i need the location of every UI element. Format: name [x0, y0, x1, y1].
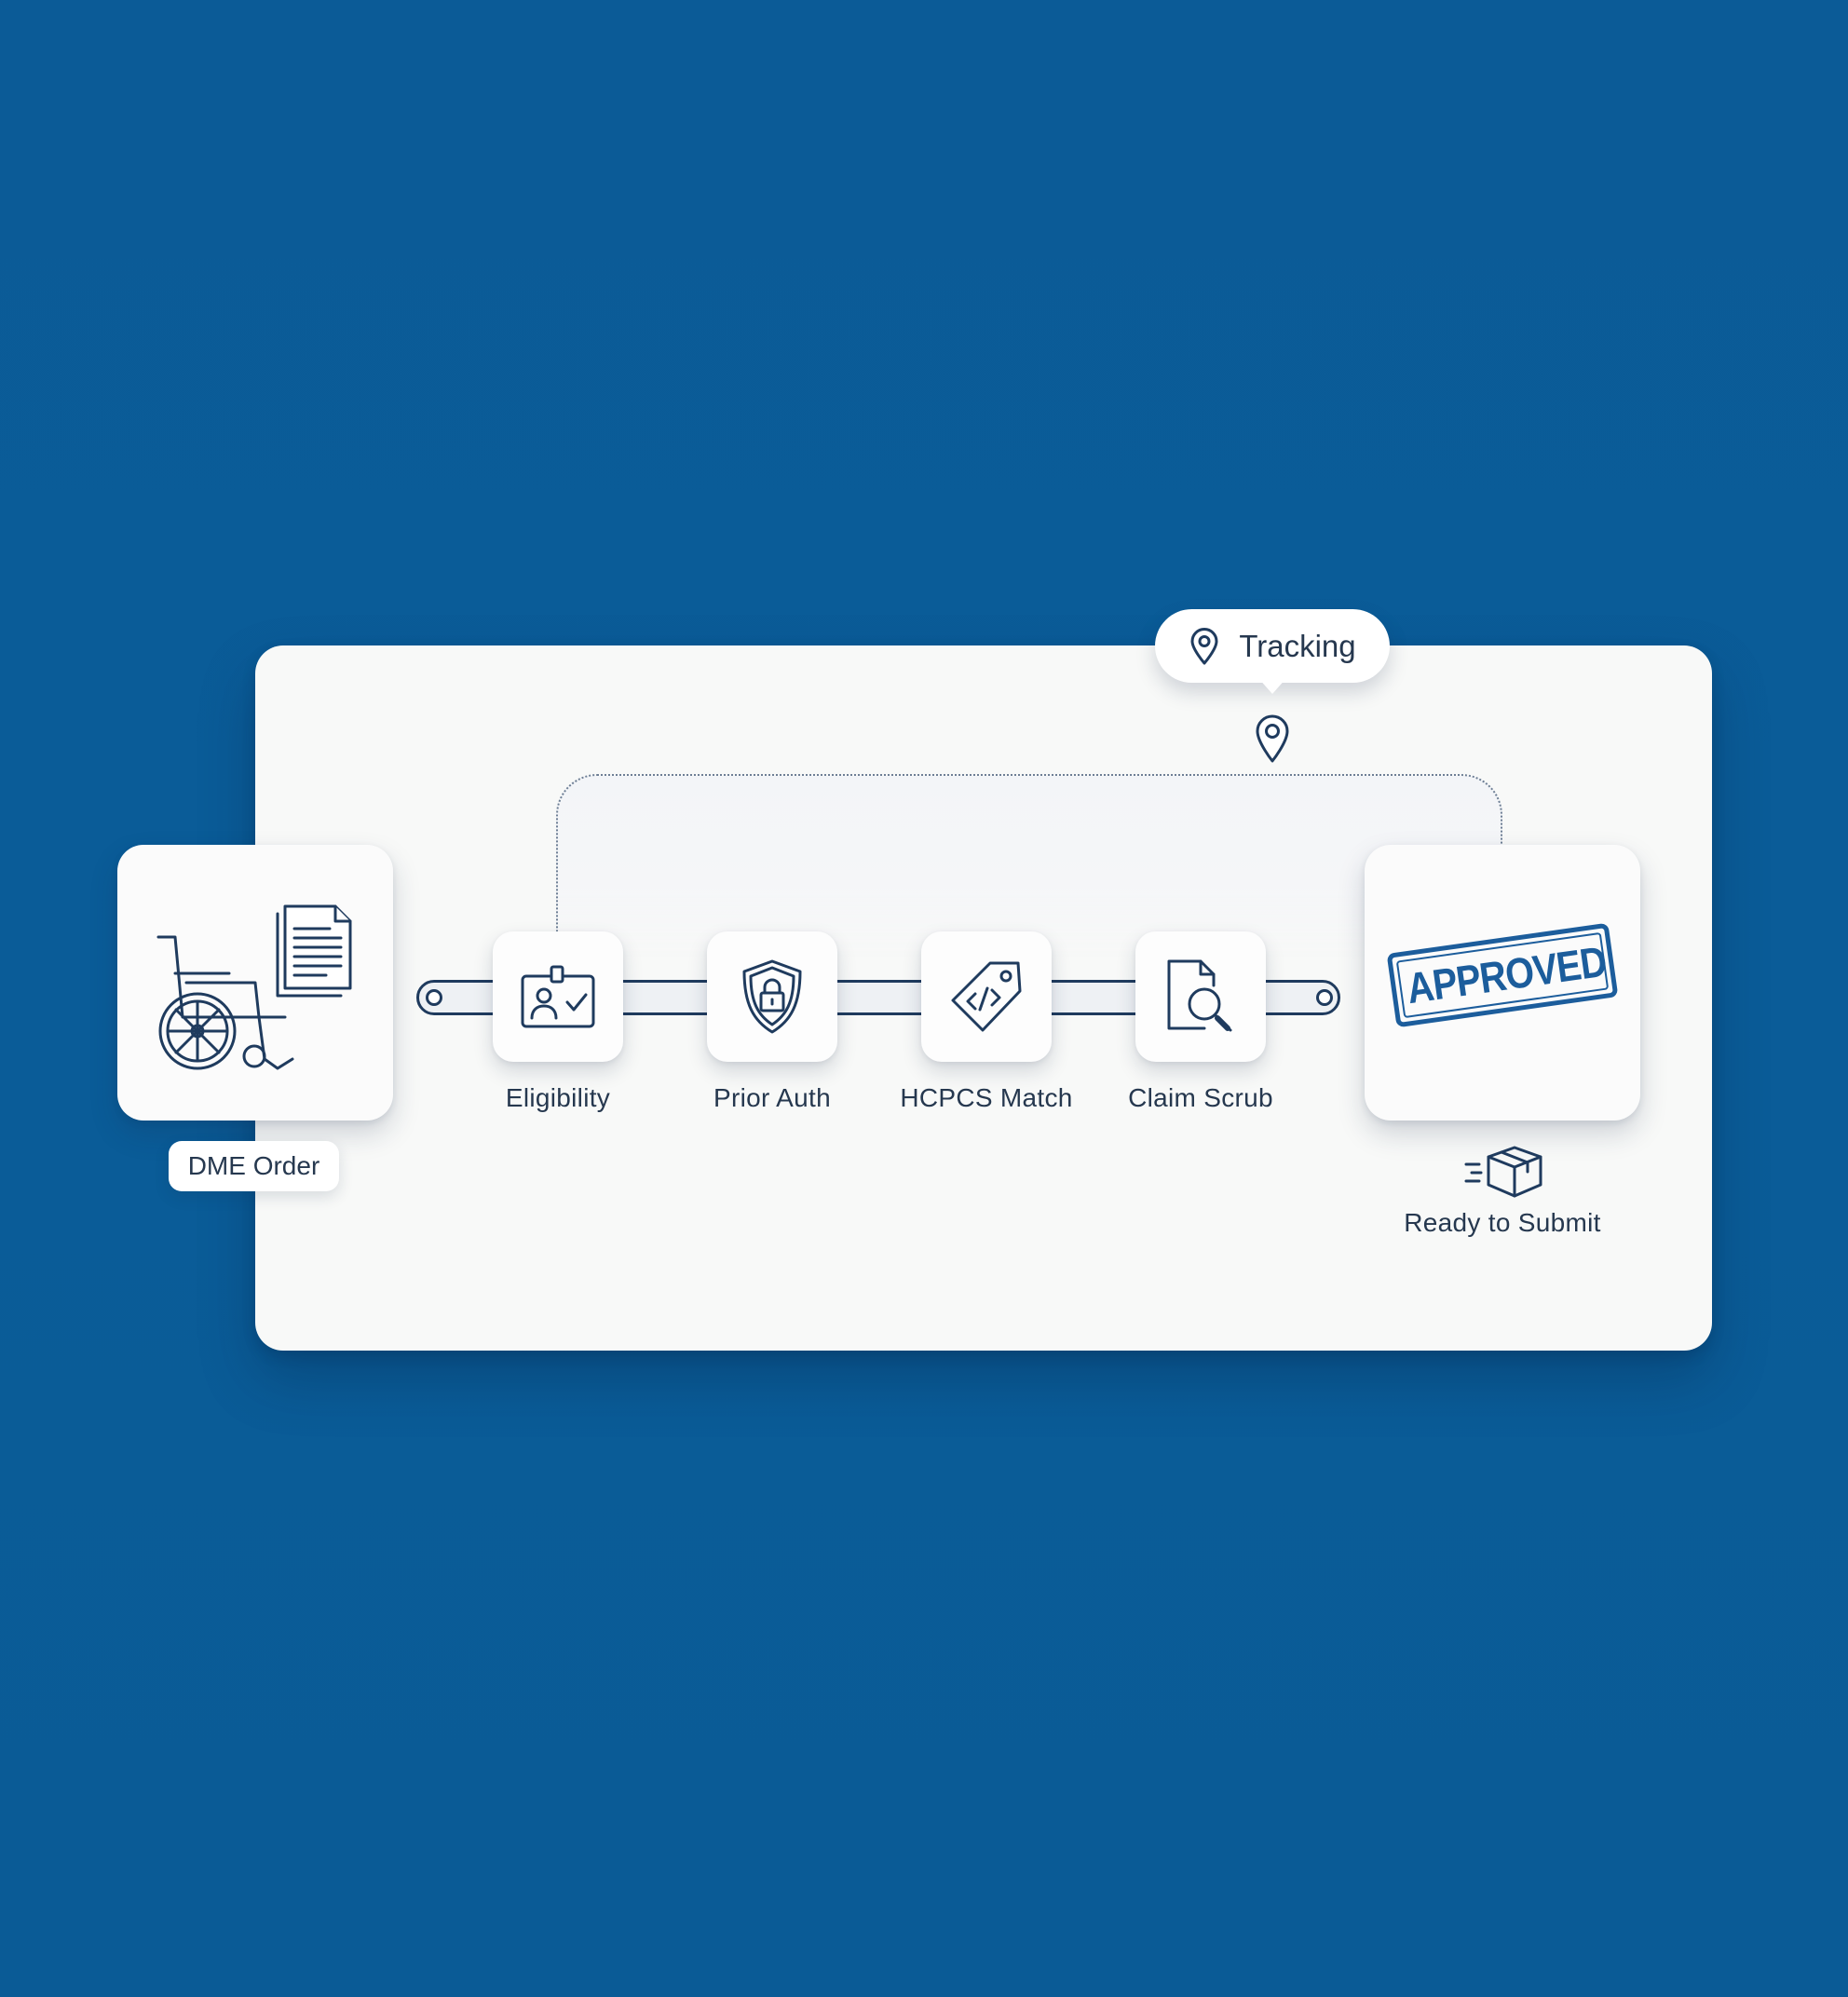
- step-card-claim-scrub[interactable]: [1135, 931, 1266, 1062]
- package-delivery-icon: [1462, 1142, 1544, 1202]
- tracking-marker-icon: [1254, 713, 1291, 765]
- dme-order-card[interactable]: [117, 845, 393, 1121]
- id-badge-check-icon: [519, 963, 597, 1030]
- tracking-region: [556, 774, 1502, 960]
- step-card-eligibility[interactable]: [493, 931, 623, 1062]
- tracking-chip-pointer: [1257, 677, 1287, 694]
- code-tag-icon: [947, 958, 1026, 1036]
- approved-card[interactable]: APPROVED: [1365, 845, 1640, 1121]
- dme-order-label: DME Order: [187, 1151, 320, 1180]
- map-pin-icon: [1189, 627, 1220, 666]
- document-search-icon: [1163, 958, 1238, 1036]
- approved-stamp-text: APPROVED: [1404, 936, 1610, 1013]
- tracking-label: Tracking: [1239, 628, 1356, 663]
- dme-order-label-chip: DME Order: [169, 1141, 339, 1191]
- step-label-prior-auth: Prior Auth: [713, 1083, 831, 1112]
- step-label-eligibility: Eligibility: [505, 1083, 611, 1112]
- ready-to-submit-label: Ready to Submit: [1404, 1208, 1601, 1237]
- tracking-chip[interactable]: Tracking: [1155, 609, 1390, 683]
- step-card-hcpcs-match[interactable]: [921, 931, 1052, 1062]
- step-card-prior-auth[interactable]: [707, 931, 837, 1062]
- approved-stamp: APPROVED: [1386, 922, 1619, 1028]
- pipeline-track-start: [426, 989, 442, 1006]
- step-label-claim-scrub: Claim Scrub: [1128, 1083, 1273, 1112]
- step-label-hcpcs-match: HCPCS Match: [900, 1083, 1073, 1112]
- document-stack-icon: [274, 901, 358, 999]
- wheelchair-icon: [155, 929, 322, 1106]
- pipeline-track-end: [1316, 989, 1333, 1006]
- shield-lock-icon: [739, 958, 806, 1036]
